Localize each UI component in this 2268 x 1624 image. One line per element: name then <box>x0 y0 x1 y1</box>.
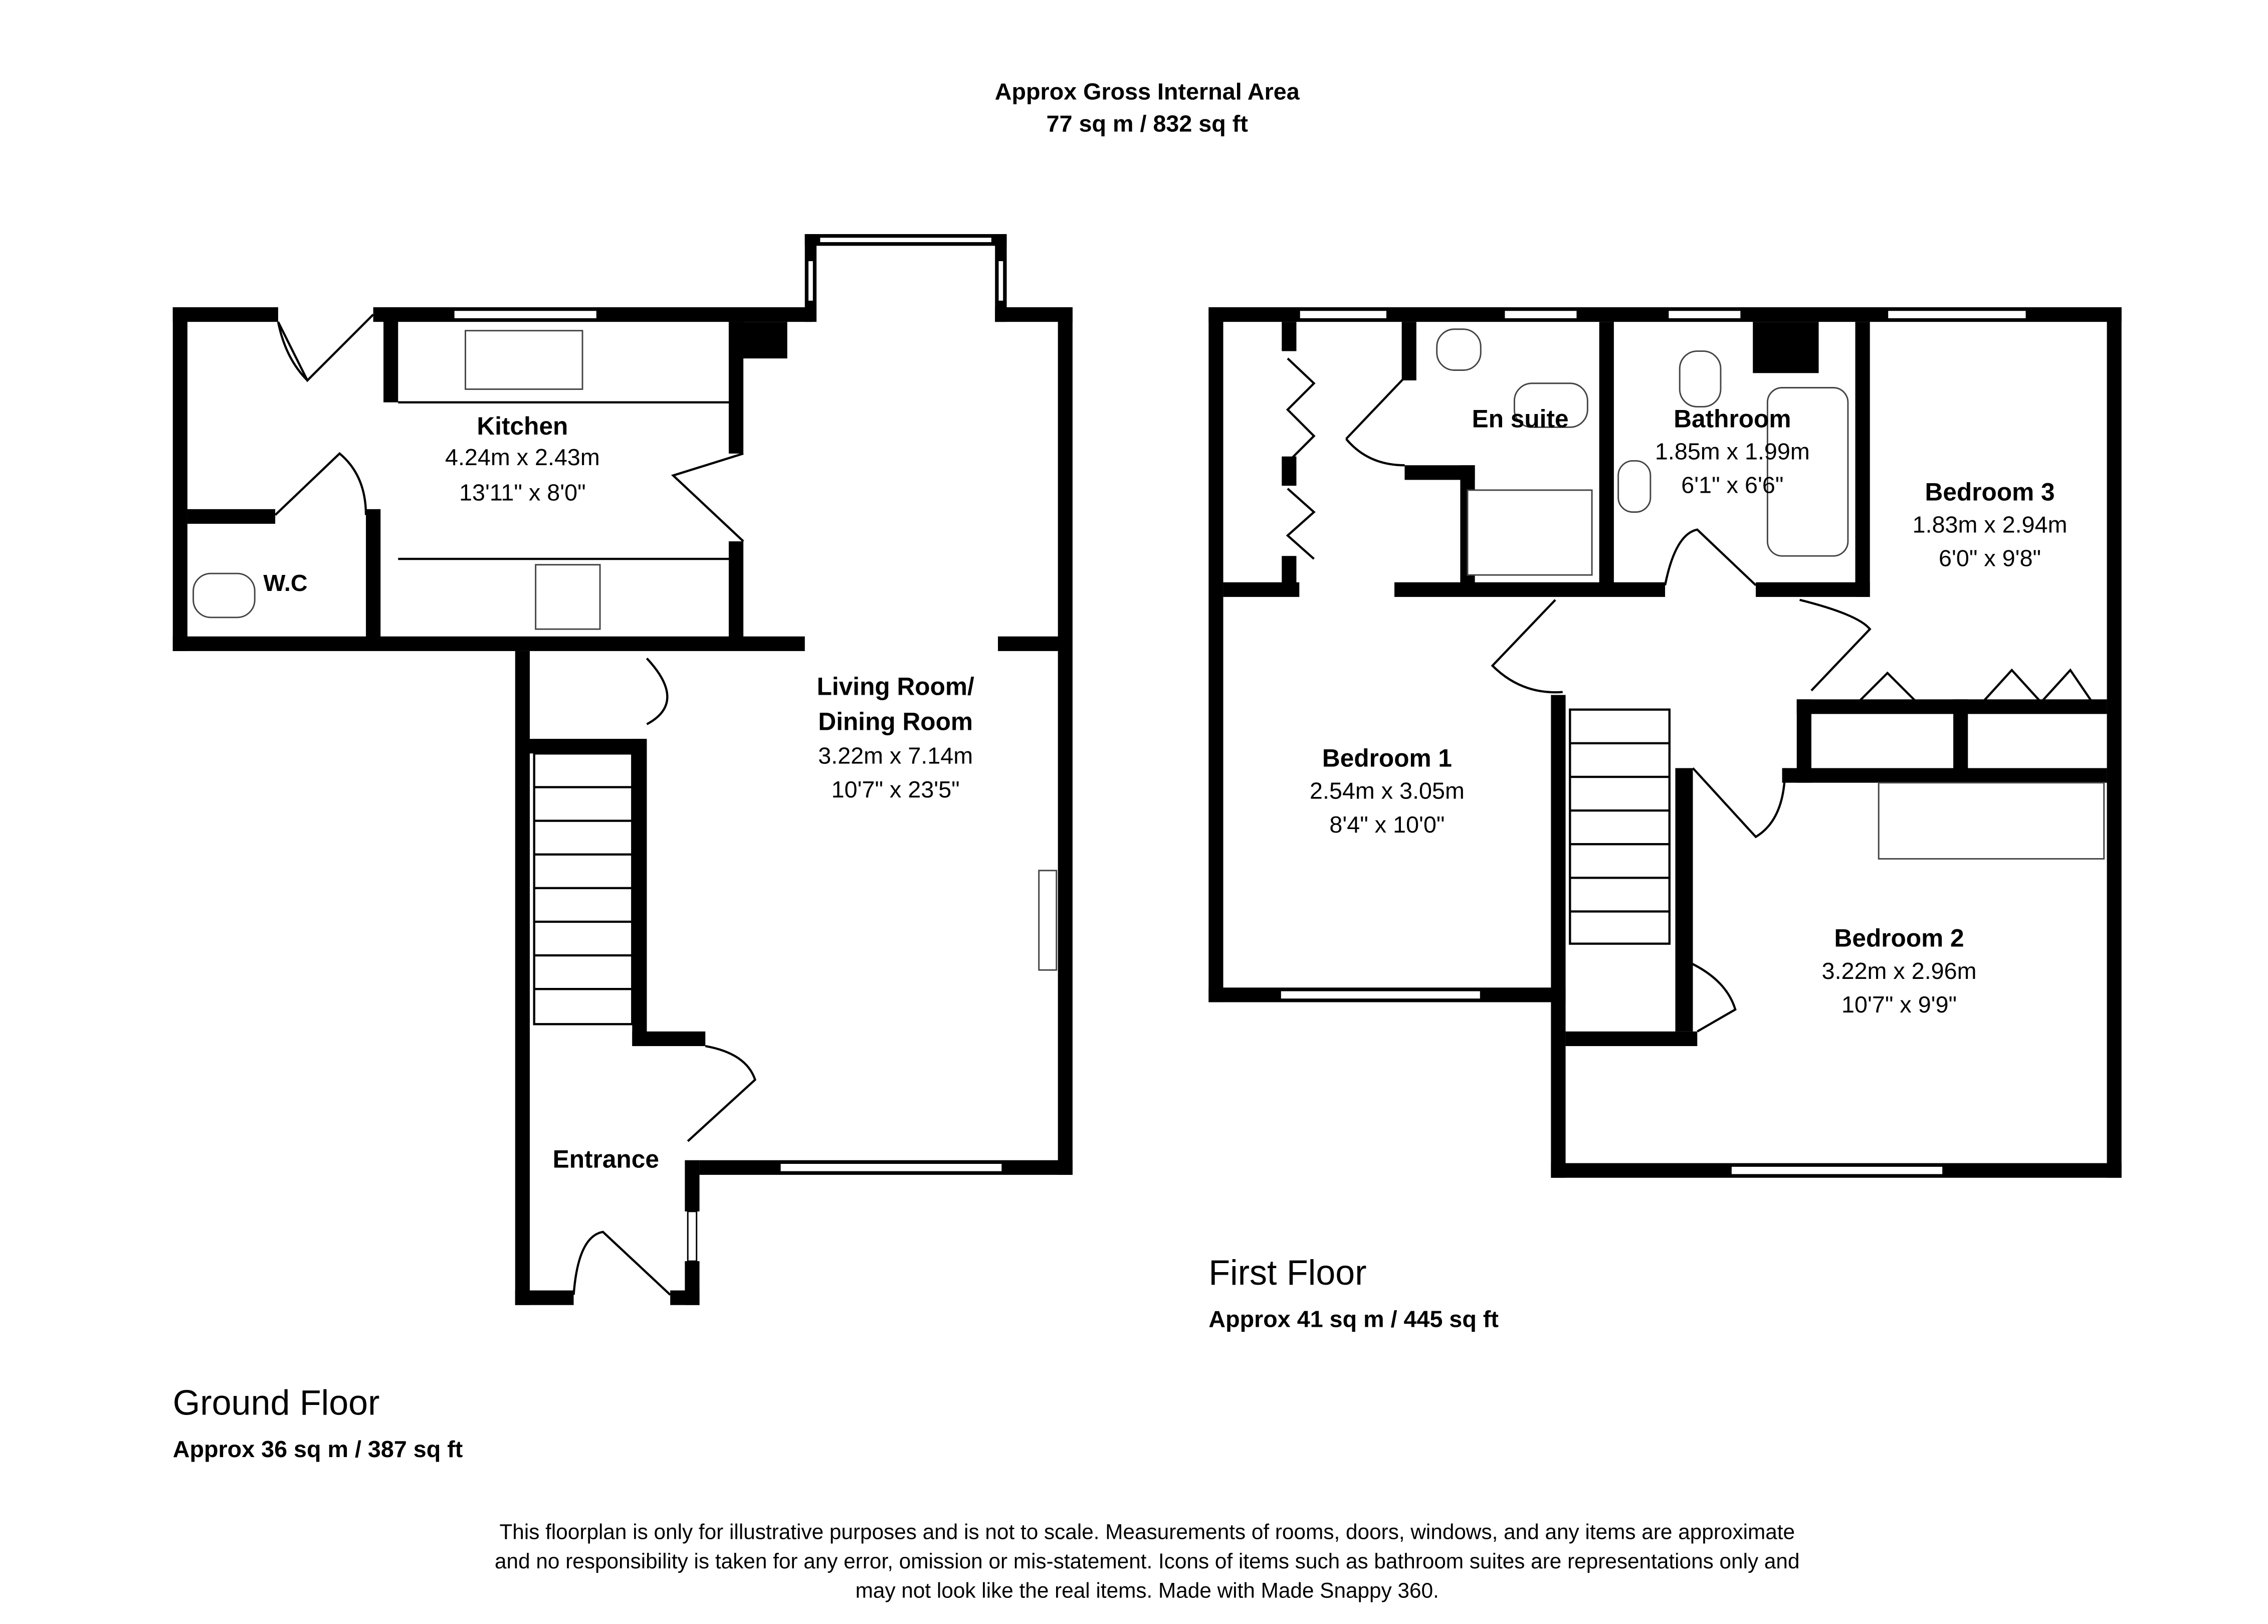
disclaimer-line-2: and no responsibility is taken for any e… <box>495 1549 1799 1573</box>
room-imperial-bedroom-2: 10'7" x 9'9" <box>1841 991 1957 1018</box>
room-metric-kitchen: 4.24m x 2.43m <box>445 444 600 470</box>
basin-icon <box>1436 328 1482 371</box>
header-title: Approx Gross Internal Area <box>995 78 1300 104</box>
room-imperial-bedroom-1: 8'4" x 10'0" <box>1329 811 1445 838</box>
room-name-bedroom-3: Bedroom 3 <box>1925 478 2055 506</box>
room-name-wc: W.C <box>263 570 307 596</box>
toilet-icon <box>192 572 256 619</box>
ground-floor-area: Approx 36 sq m / 387 sq ft <box>173 1436 463 1462</box>
room-imperial-bedroom-3: 6'0" x 9'8" <box>1939 545 2041 571</box>
wardrobe-icon <box>1878 782 2105 860</box>
room-imperial-bathroom: 6'1" x 6'6" <box>1681 472 1783 498</box>
room-metric-bedroom-2: 3.22m x 2.96m <box>1822 958 1977 984</box>
shower-icon <box>1467 489 1593 576</box>
ground-floor-plan <box>172 234 1073 1305</box>
disclaimer-line-3: may not look like the real items. Made w… <box>856 1578 1439 1602</box>
first-floor-plan <box>1208 307 2122 1178</box>
disclaimer-line-1: This floorplan is only for illustrative … <box>499 1520 1795 1544</box>
room-name-entrance: Entrance <box>553 1145 659 1173</box>
toilet-icon <box>1513 382 1588 428</box>
room-name-kitchen: Kitchen <box>477 412 568 440</box>
first-floor-area: Approx 41 sq m / 445 sq ft <box>1208 1306 1499 1332</box>
first-floor-label: First Floor <box>1208 1253 1366 1292</box>
room-metric-living: 3.22m x 7.14m <box>818 743 973 769</box>
ground-floor-label: Ground Floor <box>173 1383 380 1423</box>
room-name-living-2: Dining Room <box>818 708 973 736</box>
bath-icon <box>1766 387 1849 557</box>
room-name-bedroom-2: Bedroom 2 <box>1834 924 1964 952</box>
room-name-bathroom: Bathroom <box>1674 404 1791 433</box>
room-name-en-suite: En suite <box>1472 404 1569 433</box>
room-imperial-kitchen: 13'11" x 8'0" <box>459 479 586 505</box>
room-metric-bedroom-3: 1.83m x 2.94m <box>1913 511 2068 537</box>
header-area: 77 sq m / 832 sq ft <box>1047 111 1248 137</box>
sink-icon <box>465 330 583 390</box>
room-name-bedroom-1: Bedroom 1 <box>1322 744 1452 772</box>
room-imperial-living: 10'7" x 23'5" <box>832 776 960 802</box>
room-metric-bathroom: 1.85m x 1.99m <box>1655 439 1810 465</box>
room-name-living-1: Living Room/ <box>817 672 974 700</box>
room-metric-bedroom-1: 2.54m x 3.05m <box>1310 778 1465 804</box>
basin-icon <box>1617 460 1652 513</box>
toilet-icon <box>1679 350 1722 408</box>
fireplace-icon <box>1038 870 1058 971</box>
hob-icon <box>535 564 601 630</box>
